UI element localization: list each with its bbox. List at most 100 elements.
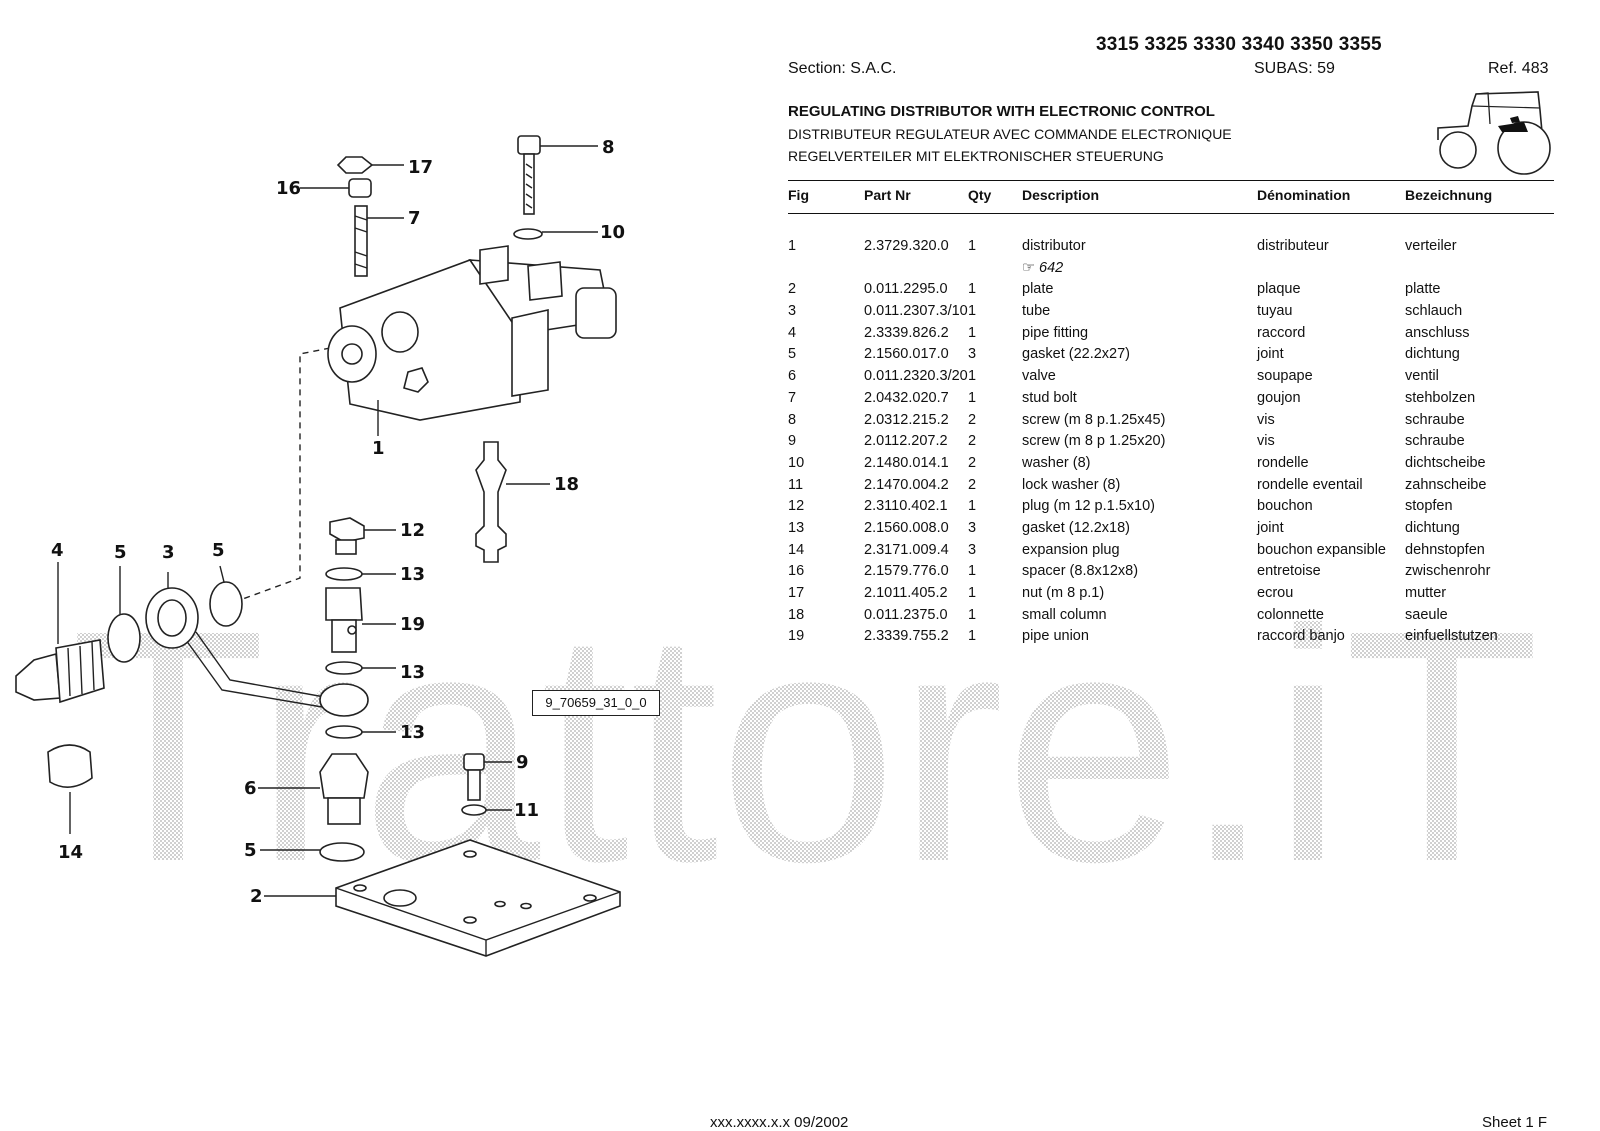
cell-qty: 2 [968, 433, 977, 450]
cell-qty [968, 260, 1022, 282]
column-18-drawing [475, 441, 507, 563]
cell-qty: 2 [968, 454, 977, 471]
distributor-1-drawing [327, 245, 617, 421]
cell-fig: 1 [788, 238, 797, 254]
cell-part: 0.011.2320.3/20 [864, 368, 968, 385]
spacer-16-drawing [348, 178, 372, 198]
cell-bez: saeule [1405, 606, 1448, 623]
col-qty-header: Qty [968, 180, 1022, 214]
cell-qty: 1 [968, 563, 977, 580]
table-row: ☞ 642 [788, 260, 1554, 282]
model-numbers: 3315 3325 3330 3340 3350 3355 [1096, 34, 1382, 55]
title-german: REGELVERTEILER MIT ELEKTRONISCHER STEUER… [788, 148, 1164, 164]
footer-sheet: Sheet 1 F [1482, 1114, 1548, 1131]
cell-bez: verteiler [1405, 238, 1457, 254]
cell-bez: anschluss [1405, 324, 1470, 341]
cell-part: 2.1560.008.0 [864, 519, 949, 536]
cell-qty: 2 [968, 411, 977, 428]
cell-part: 2.0432.020.7 [864, 389, 949, 406]
col-fig-header: Fig [788, 180, 864, 214]
cell-desc: plug (m 12 p.1.5x10) [1022, 498, 1155, 515]
callout-17: 17 [408, 157, 433, 178]
cell-den: vis [1257, 433, 1275, 450]
cell-part: 2.1560.017.0 [864, 346, 949, 363]
cell-fig: 4 [788, 324, 797, 341]
cell-den: bouchon expansible [1257, 541, 1386, 558]
cell-fig: 3 [788, 303, 797, 320]
cell-den: goujon [1257, 389, 1301, 406]
col-part-header: Part Nr [864, 180, 968, 214]
cell-part: 2.1480.014.1 [864, 454, 949, 471]
callout-6: 6 [244, 778, 257, 799]
gasket-5b-drawing [209, 581, 243, 627]
callout-7: 7 [408, 208, 421, 229]
cell-part: 2.0312.215.2 [864, 411, 949, 428]
cell-part: 0.011.2307.3/10 [864, 303, 968, 320]
callout-5b: 5 [212, 540, 225, 561]
pipe-fitting-4-drawing [15, 639, 105, 704]
cell-den: joint [1257, 346, 1284, 363]
cell-bez: stehbolzen [1405, 389, 1476, 406]
cell-part [864, 260, 968, 282]
cell-fig [788, 260, 864, 282]
cell-desc: expansion plug [1022, 541, 1120, 558]
callout-5a: 5 [114, 542, 127, 563]
callout-2: 2 [250, 886, 263, 907]
cell-den: ecrou [1257, 585, 1294, 601]
cell-fig: 16 [788, 563, 805, 580]
pipe-union-19-drawing [325, 587, 363, 653]
cell-den: tuyau [1257, 303, 1293, 320]
cell-desc: gasket (12.2x18) [1022, 519, 1131, 536]
callout-14: 14 [58, 842, 83, 863]
cell-bez: einfuellstutzen [1405, 628, 1498, 645]
cell-den: plaque [1257, 281, 1301, 298]
tube-3-drawing [145, 587, 369, 717]
cell-part: 2.0112.207.2 [864, 433, 948, 450]
gasket-5c-drawing [319, 842, 365, 862]
callout-4: 4 [51, 540, 64, 561]
cell-qty: 1 [968, 389, 977, 406]
cell-part: 2.3171.009.4 [864, 541, 949, 558]
lock-washer-11-drawing [461, 804, 487, 816]
cell-bez: dehnstopfen [1405, 541, 1485, 558]
cell-fig: 9 [788, 433, 797, 450]
cell-bez: zahnscheibe [1405, 476, 1487, 493]
subas-label: SUBAS: 59 [1254, 60, 1335, 77]
cell-qty: 1 [968, 238, 977, 254]
gasket-5a-drawing [107, 613, 141, 663]
callout-9: 9 [516, 752, 529, 773]
cell-den: rondelle eventail [1257, 476, 1363, 493]
cell-qty: 1 [968, 303, 977, 320]
cell-fig: 8 [788, 411, 797, 428]
cell-desc: small column [1022, 606, 1107, 623]
callout-5c: 5 [244, 840, 257, 861]
cell-qty: 3 [968, 346, 977, 363]
plug-12-drawing [329, 517, 365, 555]
tractor-icon [1437, 91, 1551, 175]
cell-part: 0.011.2295.0 [864, 281, 948, 298]
cell-part: 2.3110.402.1 [864, 498, 948, 515]
gasket-13c-drawing [325, 725, 363, 739]
cell-bez: zwischenrohr [1405, 563, 1491, 580]
cell-fig: 17 [788, 585, 805, 601]
cell-desc: lock washer (8) [1022, 476, 1121, 493]
cell-part: 2.3339.826.2 [864, 324, 949, 341]
callout-13c: 13 [400, 722, 425, 743]
callout-11: 11 [514, 800, 539, 821]
callout-10: 10 [600, 222, 625, 243]
cell-den [1257, 260, 1405, 282]
cell-part: 0.011.2375.0 [864, 606, 948, 623]
cell-desc: pipe fitting [1022, 324, 1089, 341]
cell-den: bouchon [1257, 498, 1313, 515]
cell-den: soupape [1257, 368, 1313, 385]
